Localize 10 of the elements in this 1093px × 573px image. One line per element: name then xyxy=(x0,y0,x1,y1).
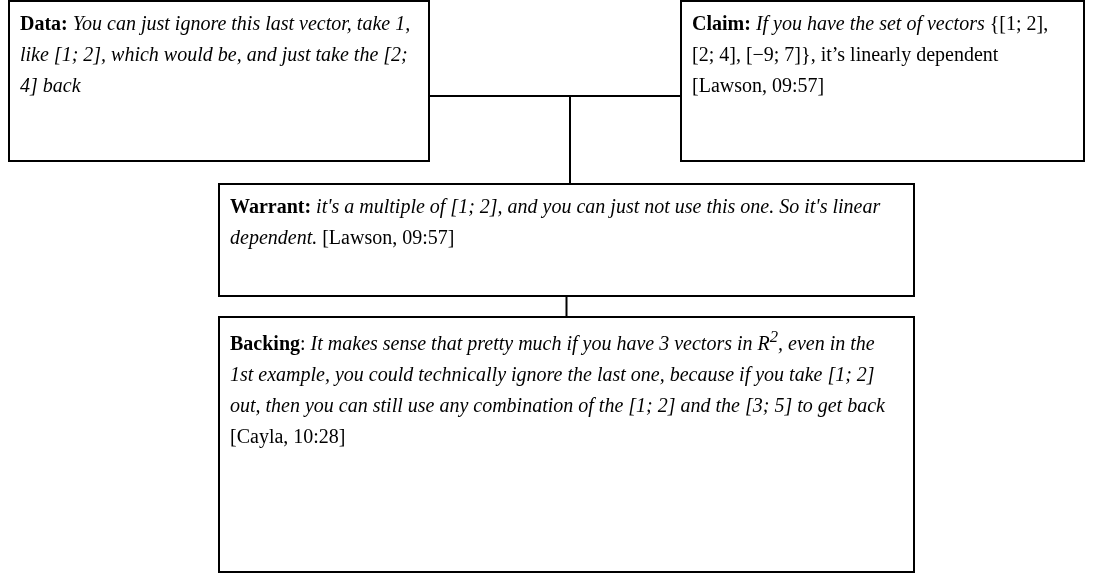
text-box xyxy=(8,0,430,162)
text-box xyxy=(680,0,1085,162)
text-box xyxy=(218,316,915,573)
argument-text: Backing: It makes sense that pretty much if you have 3 vectors in R$^{2}$, even in the 1st example, you could technically ignore the last one, because if you take [1; 2] out, then you can still use any combination of the [1; 2] and the [3; 5] to get back [Cayla, 10:28] xyxy=(230,326,886,450)
argument-text: Claim: If you have the set of vectors {[1; 2], [2; 4], [−9; 7]}, it’s linearly dependent [Lawson, 09:57] xyxy=(692,11,1050,98)
argument-text: Warrant: it's a multiple of [1; 2], and you can just not use this one. So it's linear dependent. [Lawson, 09:57] xyxy=(230,194,882,251)
argument-text: Data: You can just ignore this last vector, take 1, like [1; 2], which would be, and just take the [2; 4] back xyxy=(20,11,412,98)
text-box xyxy=(218,183,915,297)
connector-line xyxy=(565,296,568,317)
connector-line xyxy=(569,95,681,184)
